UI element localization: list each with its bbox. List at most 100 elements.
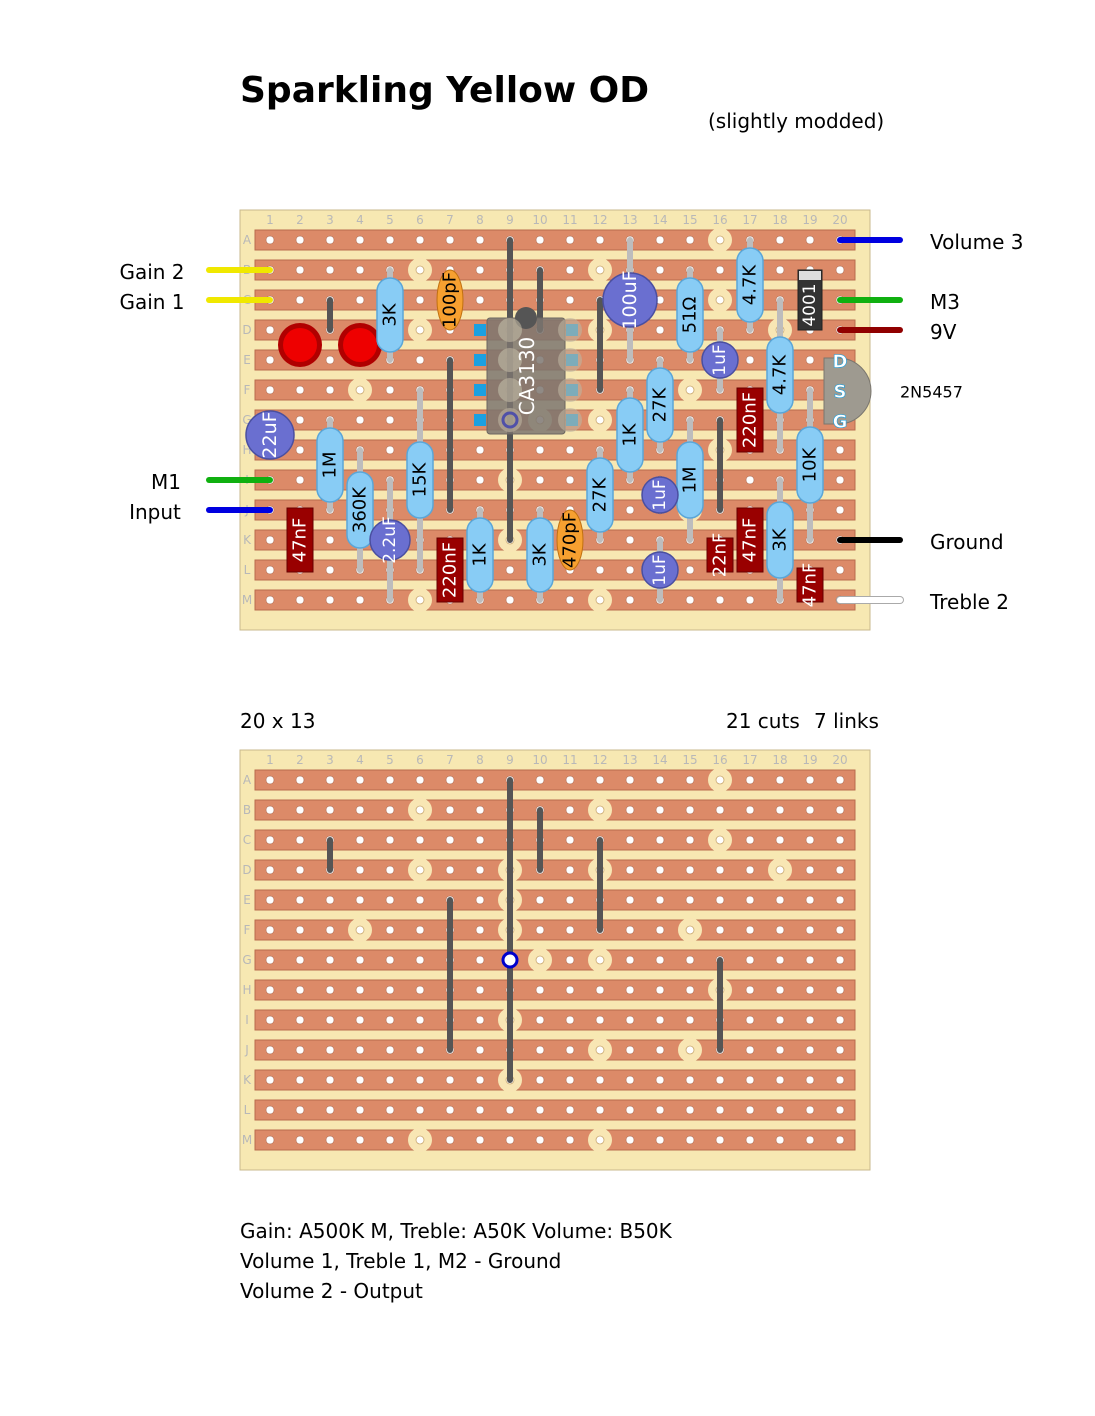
column-number: 1	[266, 753, 274, 767]
hole	[355, 835, 365, 845]
wire-label: Volume 3	[930, 230, 1023, 254]
hole	[355, 985, 365, 995]
hole	[325, 1075, 335, 1085]
hole	[835, 475, 845, 485]
hole	[415, 955, 425, 965]
hole	[535, 895, 545, 905]
hole	[805, 775, 815, 785]
hole	[655, 1135, 665, 1145]
hole	[805, 1105, 815, 1115]
hole	[385, 985, 395, 995]
ic-notch	[515, 307, 537, 329]
row-letter: D	[242, 323, 251, 337]
resistor-body	[466, 517, 494, 593]
hole	[325, 265, 335, 275]
wire-label: Gain 2	[119, 260, 184, 284]
row-letter: A	[243, 233, 252, 247]
hole	[775, 235, 785, 245]
hole	[595, 1105, 605, 1115]
copper-strip	[254, 1039, 856, 1061]
hole	[535, 775, 545, 785]
hole	[415, 1105, 425, 1115]
hole	[565, 865, 575, 875]
hole	[415, 1075, 425, 1085]
row-letter: H	[242, 443, 251, 457]
link-count: 7 links	[814, 709, 879, 733]
hole	[295, 955, 305, 965]
cut-count: 21 cuts	[726, 709, 800, 733]
hole	[655, 775, 665, 785]
hole	[565, 1075, 575, 1085]
resistor-body	[616, 397, 644, 473]
transistor-pin-s: S	[834, 382, 847, 403]
ceramic-100pf: 100pF	[436, 269, 464, 331]
resistor-body	[676, 441, 704, 519]
hole	[505, 565, 515, 575]
column-number: 17	[742, 213, 757, 227]
hole	[265, 355, 275, 365]
note-line-2: Volume 1, Treble 1, M2 - Ground	[240, 1249, 562, 1273]
capacitor-label: 100uF	[619, 270, 641, 329]
hole	[295, 1105, 305, 1115]
hole	[415, 1135, 425, 1145]
hole	[715, 235, 725, 245]
column-number: 16	[712, 753, 727, 767]
hole	[475, 265, 485, 275]
hole	[475, 475, 485, 485]
hole	[385, 925, 395, 935]
hole	[685, 775, 695, 785]
hole	[835, 985, 845, 995]
hole	[325, 775, 335, 785]
hole	[415, 295, 425, 305]
hole	[805, 805, 815, 815]
hole	[565, 805, 575, 815]
hole	[745, 985, 755, 995]
resistor-body	[316, 427, 344, 503]
hole	[445, 775, 455, 785]
film-capacitor-body	[706, 537, 734, 573]
led	[343, 328, 377, 362]
film-capacitor-body	[736, 387, 764, 453]
hole	[745, 355, 755, 365]
hole	[325, 235, 335, 245]
hole	[445, 1105, 455, 1115]
resistor-51: 51Ω	[676, 267, 704, 363]
hole	[625, 955, 635, 965]
hole	[775, 865, 785, 875]
resistor-15k: 15K	[406, 387, 434, 573]
hole	[565, 775, 575, 785]
ic-pin	[498, 378, 522, 402]
row-letter: E	[243, 353, 251, 367]
hole	[535, 445, 545, 455]
hole	[295, 235, 305, 245]
column-number: 13	[622, 753, 637, 767]
resistor-label: 3K	[530, 542, 551, 566]
hole	[325, 1105, 335, 1115]
transistor-body	[823, 357, 872, 425]
hole	[355, 1105, 365, 1115]
hole	[595, 265, 605, 275]
hole	[355, 235, 365, 245]
hole	[415, 595, 425, 605]
hole	[565, 925, 575, 935]
hole	[295, 805, 305, 815]
hole	[445, 835, 455, 845]
hole	[535, 475, 545, 485]
capacitor-label: 1uF	[650, 479, 670, 510]
resistor-body	[346, 471, 374, 549]
hole	[625, 565, 635, 575]
hole	[745, 1135, 755, 1145]
wire-label: 9V	[930, 320, 957, 344]
row-letter: C	[243, 833, 251, 847]
hole	[805, 925, 815, 935]
hole	[745, 925, 755, 935]
copper-strip	[254, 829, 856, 851]
hole	[475, 445, 485, 455]
hole	[835, 1135, 845, 1145]
film-47nf: 47nF	[286, 507, 314, 573]
row-letter: H	[242, 983, 251, 997]
hole	[565, 895, 575, 905]
film-capacitor-body	[286, 507, 314, 573]
hole	[805, 835, 815, 845]
